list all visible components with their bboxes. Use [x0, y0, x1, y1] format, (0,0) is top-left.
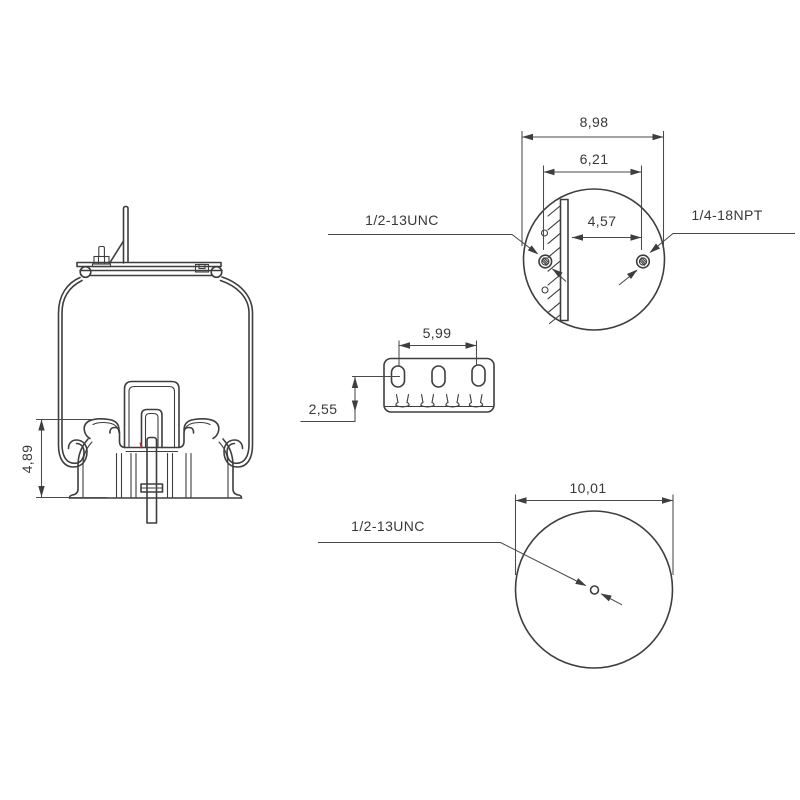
bottom-view-dimensions [318, 494, 674, 606]
arrowhead-left [399, 342, 410, 349]
leader-npt [650, 232, 795, 253]
arrowhead-left [515, 497, 527, 504]
plate-hole-lower [541, 286, 549, 294]
arrowhead-right [662, 497, 673, 504]
bead-plate [79, 269, 223, 277]
unc-stud-knurl [541, 257, 550, 266]
leader-unc [328, 233, 538, 254]
npt-port-boss [635, 254, 651, 269]
piston-flange-left [83, 417, 120, 440]
arrowhead-left [543, 168, 555, 176]
bracket-horizontal-leg [76, 261, 222, 268]
slot-spacing-dimension: 5,99 [422, 325, 452, 341]
arrowhead-right [630, 168, 642, 176]
arrowhead-down [351, 400, 359, 412]
bottom-stud-hole [589, 585, 600, 595]
bottom-stud [146, 436, 158, 524]
slot-offset-dimension: 2,55 [308, 401, 338, 417]
arrowhead-right [652, 133, 664, 141]
unc-stud-thread [541, 257, 550, 266]
arrowhead-right [465, 342, 477, 349]
ext-line [36, 418, 107, 499]
bumper-inner [128, 385, 176, 449]
bottom-view [514, 510, 674, 669]
arrowhead-up [38, 419, 45, 431]
bracket-body [383, 357, 495, 413]
arrowhead-left [522, 133, 533, 141]
piston-skirt-right [222, 438, 243, 499]
bead-right [210, 265, 223, 279]
side-view-dimensions [36, 418, 107, 499]
bead-left [79, 265, 92, 279]
plate-hatching [547, 205, 561, 325]
top-view-dimensions [328, 131, 795, 286]
leader-arrowhead [527, 245, 539, 255]
bellows-outer-right [221, 276, 254, 468]
top-washer [91, 263, 112, 268]
port-thread-callout: 1/4-18NPT [691, 207, 763, 223]
bracket-prongs [395, 393, 484, 408]
side-view [57, 205, 254, 524]
bumper-slot-outer [140, 408, 163, 449]
bracket-leg [122, 205, 129, 264]
bottom-view-circle [514, 510, 674, 669]
stud-thread-callout-bottom: 1/2-13UNC [351, 518, 425, 534]
bumper-outer [123, 380, 180, 449]
bracket-slot-middle [431, 365, 446, 388]
stud-thread-callout-top: 1/2-13UNC [365, 212, 439, 228]
leader-arrowhead [649, 243, 661, 253]
top-stud [98, 245, 105, 258]
leader-arrowhead [552, 268, 563, 278]
arrowhead-up [351, 377, 359, 388]
npt-port-knurl [639, 257, 647, 266]
overall-width-dimension: 8,98 [579, 114, 609, 130]
arrowhead-left [572, 234, 583, 241]
port-offset-dimension: 4,57 [587, 213, 617, 229]
top-view-circle [522, 188, 666, 331]
bellows-outer-left [57, 276, 88, 468]
side-height-dimension: 4,89 [19, 444, 35, 474]
arrowhead-down [38, 486, 45, 497]
top-view-plate [559, 198, 569, 322]
top-nut-facets [97, 255, 106, 265]
bellows-inner-left [61, 279, 85, 465]
piston-skirt-left [68, 438, 89, 499]
ext-lines-1001 [514, 494, 674, 575]
npt-port-thread [638, 257, 648, 266]
ext-lines-898 [521, 131, 665, 246]
accent-mark [139, 442, 143, 448]
dim-line-255 [300, 377, 356, 423]
bracket-view [383, 357, 495, 413]
piston-bowl [109, 426, 195, 449]
stud-spacing-dimension: 6,21 [579, 151, 609, 167]
bracket-view-dimensions [300, 340, 478, 423]
bumper-slot-inner [144, 412, 159, 449]
piston-skirt-right-inner [218, 441, 229, 499]
piston-flange-right [183, 417, 220, 440]
piston-skirt-left-inner [82, 441, 93, 499]
top-view [522, 188, 666, 331]
leader-arrowhead [575, 578, 587, 586]
piston-ribs [115, 452, 192, 499]
arrowhead-right [630, 234, 642, 241]
leader-unc-bottom [318, 541, 586, 586]
ext-lines-599 [398, 340, 478, 367]
piston-diameter-dimension: 10,01 [569, 480, 607, 496]
bracket-slot-right [471, 364, 486, 387]
plate-fitting-inner [198, 263, 206, 270]
leader-arrowhead [600, 593, 612, 602]
leader-arrowhead [626, 269, 638, 279]
bracket-gusset [109, 240, 125, 264]
bellows-inner-right [219, 279, 250, 465]
plate-hole-upper [540, 229, 549, 237]
unc-stud-boss [538, 254, 553, 269]
ext-lines-621 [542, 165, 643, 250]
